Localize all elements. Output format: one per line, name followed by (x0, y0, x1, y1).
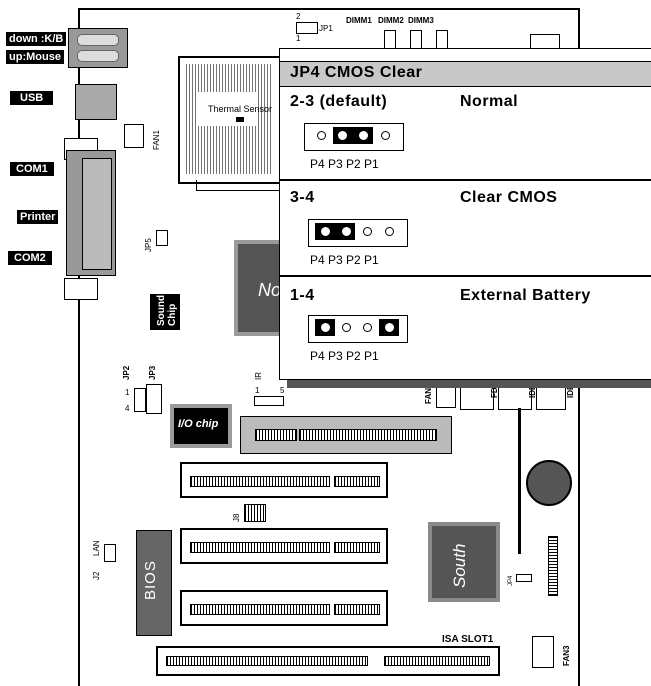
thermal-sensor (236, 117, 244, 122)
jp5-label: JP5 (144, 238, 153, 252)
ide2-connector (498, 376, 532, 410)
jp4-board-header (516, 574, 532, 582)
isa-slot-label: ISA SLOT1 (442, 634, 494, 645)
label-kb: down :K/B (6, 32, 67, 46)
fan1-label: FAN1 (152, 129, 161, 150)
dimm3-label: DIMM3 (408, 16, 434, 25)
south-bridge-chip (428, 522, 500, 602)
jumper-diagram-normal (304, 123, 404, 151)
dimm1-label: DIMM1 (346, 16, 372, 25)
pci-slot-2 (180, 528, 388, 564)
jp1-label: JP1 (319, 24, 333, 33)
jp3-pin1-label: 1 (125, 388, 130, 397)
jp1-pin2-label: 2 (296, 12, 301, 21)
jp4-board-label: JP4 (508, 575, 514, 586)
label-printer: Printer (17, 210, 59, 224)
south-bridge-label: South (450, 543, 469, 588)
panel-title: JP4 CMOS Clear (290, 64, 423, 81)
ir-header (254, 396, 284, 406)
fan2-header (436, 376, 456, 408)
front-panel-header (548, 536, 558, 596)
label-usb: USB (10, 91, 54, 105)
ide1-label: IDE1 (566, 380, 575, 398)
usb-connector (75, 84, 117, 120)
label-com1: COM1 (10, 162, 54, 176)
fan1-header (124, 124, 144, 148)
panel-title-bar: JP4 CMOS Clear (280, 61, 651, 87)
j8-header (244, 504, 266, 522)
ir-pin1-label: 1 (255, 386, 260, 395)
jp1-pin1-label: 1 (296, 34, 301, 43)
fan3-header (532, 636, 554, 668)
dimm1-slot (384, 30, 396, 50)
section-normal-setting: 2-3 (default) (290, 93, 388, 110)
jumper-diagram-clear (308, 219, 408, 247)
ps2-connector (68, 28, 128, 68)
fan3-label: FAN3 (562, 645, 571, 666)
label-mouse: up:Mouse (6, 50, 64, 64)
pin-labels-battery: P4 P3 P2 P1 (310, 349, 379, 363)
jp3-label: JP3 (148, 365, 157, 380)
com2-bracket (64, 278, 98, 300)
bios-chip (136, 530, 172, 636)
jp4-info-panel: JP4 CMOS Clear 2-3 (default) Normal P4 P… (279, 48, 651, 380)
agp-slot (240, 416, 452, 454)
j2-label: J2 (92, 571, 101, 580)
jp2-header (134, 388, 146, 412)
jp3-header (146, 384, 162, 414)
jp3-pin4-label: 4 (125, 404, 130, 413)
io-chip-label: I/O chip (178, 418, 219, 430)
io-chip (170, 404, 232, 448)
sound-chip-label: Sound Chip (156, 294, 178, 326)
isa-slot (156, 646, 500, 676)
dimm3-slot (436, 30, 448, 50)
jp5-header (156, 230, 168, 246)
pci-slot-1 (180, 462, 388, 498)
fdc-connector (460, 376, 494, 410)
section-clear-setting: 3-4 (290, 189, 315, 206)
section-battery-setting: 1-4 (290, 287, 315, 304)
lan-header (104, 544, 116, 562)
dimm2-slot (410, 30, 422, 50)
label-com2: COM2 (8, 251, 52, 265)
section-normal-function: Normal (460, 93, 519, 110)
thermal-sensor-label: Thermal Sensor (208, 104, 273, 114)
fan2-label: FAN2 (424, 383, 433, 404)
lan-label: LAN (92, 540, 101, 556)
jumper-diagram-battery (308, 315, 408, 343)
cpu-socket (178, 56, 282, 184)
jp1-header (296, 22, 318, 34)
cmos-battery (526, 460, 572, 506)
j8-label: J8 (232, 513, 241, 522)
ide1-connector (536, 376, 566, 410)
north-bridge-label: No (258, 280, 282, 300)
jp2-label: JP2 (122, 365, 131, 380)
section-battery-function: External Battery (460, 287, 591, 304)
pci-slot-3 (180, 590, 388, 626)
dimm2-label: DIMM2 (378, 16, 404, 25)
bios-label: BIOS (142, 560, 159, 600)
pin-labels-clear: P4 P3 P2 P1 (310, 253, 379, 267)
section-clear-function: Clear CMOS (460, 189, 558, 206)
pin-labels-normal: P4 P3 P2 P1 (310, 157, 379, 171)
ir-pin5-label: 5 (280, 386, 285, 395)
ir-label: IR (254, 372, 263, 380)
sound-chip (150, 294, 180, 330)
